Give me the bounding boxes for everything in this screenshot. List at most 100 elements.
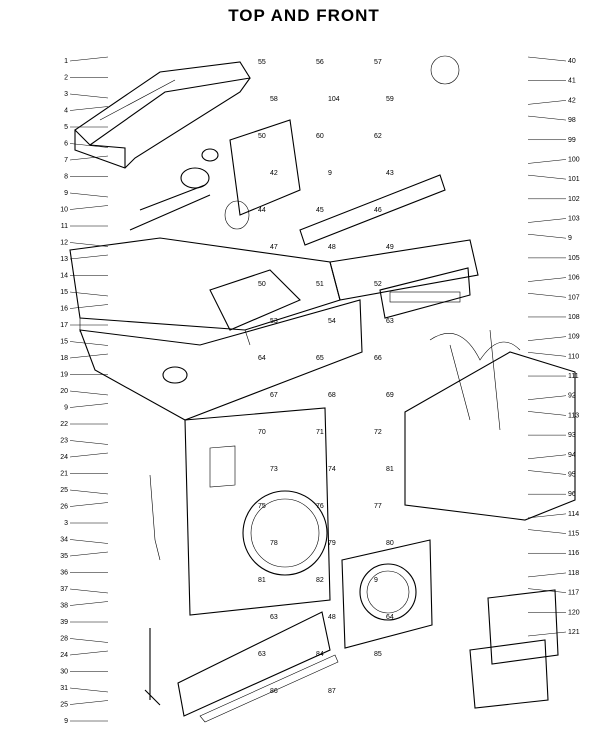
callout-number: 9: [64, 718, 68, 725]
callout-number: 16: [60, 306, 68, 313]
callout-number: 114: [568, 511, 579, 518]
callout-number: 69: [386, 392, 394, 399]
callout-number: 95: [568, 471, 576, 478]
motor-assembly: [129, 119, 301, 231]
callout-number: 11: [61, 223, 68, 230]
callout-number: 9: [328, 170, 332, 177]
leader-line: [69, 650, 109, 656]
callout-number: 75: [258, 503, 266, 510]
leader-line: [69, 551, 109, 557]
callout-number: 74: [328, 466, 336, 473]
callout-number: 51: [316, 281, 324, 288]
leader-line: [527, 293, 567, 298]
leader-line: [527, 100, 567, 105]
callout-number: 37: [60, 586, 68, 593]
callout-number: 2: [64, 75, 68, 82]
callout-number: 25: [60, 487, 68, 494]
callout-number: 3: [64, 91, 68, 98]
callout-number: 96: [568, 491, 576, 498]
leader-line: [69, 254, 109, 260]
leader-line: [69, 304, 109, 309]
leader-line: [69, 390, 109, 396]
callout-number: 7: [64, 157, 68, 164]
callout-number: 35: [60, 553, 68, 560]
wiring-harness: [404, 55, 576, 521]
callout-number: 63: [258, 651, 266, 658]
callout-number: 105: [568, 255, 580, 262]
callout-number: 93: [568, 432, 576, 439]
callout-number: 62: [374, 133, 382, 140]
callout-number: 9: [374, 577, 378, 584]
callout-number: 103: [568, 216, 580, 223]
callout-number: 81: [386, 466, 394, 473]
leader-line: [69, 403, 109, 408]
callout-number: 6: [64, 141, 68, 148]
callout-number: 8: [64, 174, 68, 181]
callout-number: 77: [374, 503, 382, 510]
leader-line: [527, 336, 567, 341]
callout-number: 104: [328, 96, 340, 103]
leader-line: [527, 218, 567, 223]
callout-number: 4: [64, 108, 68, 115]
callout-number: 53: [270, 318, 278, 325]
leader-line: [527, 513, 567, 519]
leader-line: [527, 352, 567, 357]
callout-number: 98: [568, 117, 576, 124]
callout-number: 21: [60, 471, 68, 478]
callout-number: 110: [568, 353, 579, 360]
callout-number: 84: [316, 651, 324, 658]
callout-number: 65: [316, 355, 324, 362]
callout-number: 25: [60, 702, 68, 709]
callout-number: 101: [568, 176, 580, 183]
callout-number: 107: [568, 294, 580, 301]
leader-line: [69, 291, 109, 297]
callout-number: 43: [386, 170, 394, 177]
callout-number: 118: [568, 570, 579, 577]
front-panel: [184, 407, 331, 616]
leader-line: [69, 155, 109, 161]
callout-number: 108: [568, 314, 580, 321]
callout-number: 24: [60, 652, 68, 659]
callout-number: 79: [328, 540, 336, 547]
leader-line: [69, 452, 109, 458]
leader-line: [527, 115, 567, 121]
callout-number: 106: [568, 275, 580, 282]
leader-line: [527, 174, 567, 180]
callout-number: 116: [568, 550, 579, 557]
callout-number: 66: [374, 355, 382, 362]
callout-number: 63: [386, 318, 394, 325]
callout-number: 46: [374, 207, 382, 214]
callout-number: 15: [60, 339, 68, 346]
callout-number: 20: [60, 388, 68, 395]
toe-panel: [177, 611, 339, 723]
top-panel: [69, 237, 363, 421]
leader-line: [69, 601, 109, 606]
leader-line: [527, 411, 567, 416]
callout-number: 59: [386, 96, 394, 103]
leader-line: [69, 192, 109, 198]
callout-number: 76: [316, 503, 324, 510]
callout-number: 50: [258, 133, 266, 140]
callout-number: 54: [328, 318, 336, 325]
leader-line: [69, 143, 109, 148]
callout-number: 23: [60, 438, 68, 445]
callout-number: 64: [386, 614, 394, 621]
leader-line: [527, 631, 567, 637]
callout-number: 100: [568, 156, 580, 163]
callout-number: 24: [60, 454, 68, 461]
callout-number: 63: [270, 614, 278, 621]
callout-number: 55: [258, 59, 266, 66]
leader-line: [69, 588, 109, 594]
callout-number: 1: [64, 58, 68, 65]
leader-line: [69, 341, 109, 346]
callout-number: 18: [60, 355, 68, 362]
callout-number: 85: [374, 651, 382, 658]
callout-number: 22: [60, 421, 68, 428]
callout-number: 56: [316, 59, 324, 66]
callout-number: 113: [568, 412, 579, 419]
callout-number: 31: [60, 685, 68, 692]
callout-number: 9: [64, 190, 68, 197]
control-panel: [299, 174, 479, 319]
callout-number: 72: [374, 429, 382, 436]
callout-number: 41: [568, 78, 576, 85]
